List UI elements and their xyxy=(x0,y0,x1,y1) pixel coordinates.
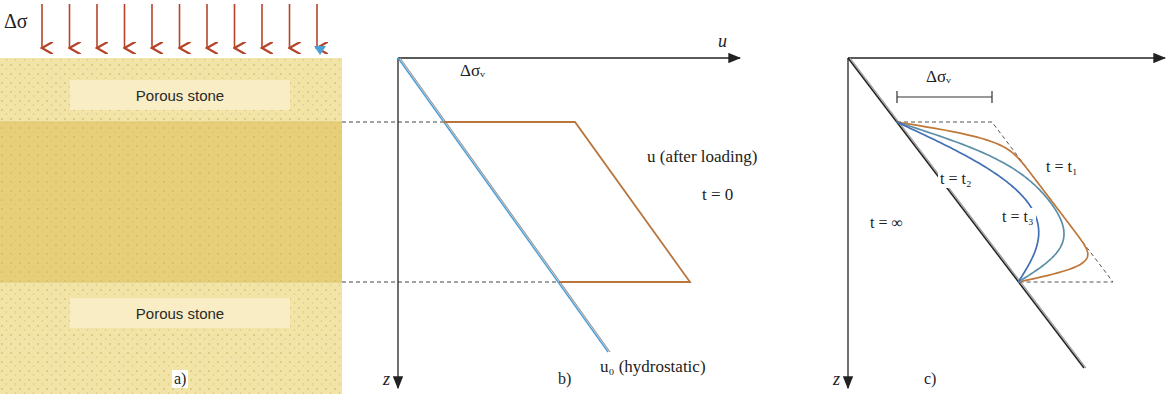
time-label: t = ∞ xyxy=(868,214,905,232)
panel-label: b) xyxy=(556,370,573,388)
panel-label: a) xyxy=(172,370,188,388)
porous-stone-box: Porous stone xyxy=(70,298,290,328)
isochrone-curve xyxy=(897,122,1039,282)
axis-label: z xyxy=(831,370,842,390)
time-label: t = 0 xyxy=(700,186,735,205)
axis-label: z xyxy=(381,370,392,390)
porous-stone-box: Porous stone xyxy=(70,80,290,110)
curve-label: u₀ (hydrostatic) xyxy=(598,358,708,377)
load-arrow xyxy=(206,4,208,48)
panel-label: c) xyxy=(922,370,938,388)
isochrone-curve xyxy=(897,122,1088,282)
stress-label: Δσᵥ xyxy=(458,62,487,81)
load-arrow xyxy=(151,4,153,48)
stone-label: Porous stone xyxy=(136,87,224,104)
load-arrow xyxy=(124,4,126,48)
curve-label: u (after loading) xyxy=(645,148,759,167)
load-arrow xyxy=(179,4,181,48)
stone-label: Porous stone xyxy=(136,305,224,322)
load-arrow xyxy=(261,4,263,48)
isochrone-curve xyxy=(897,122,1064,282)
load-arrow xyxy=(41,4,43,48)
load-arrow xyxy=(69,4,71,48)
time-label: t = t₂ xyxy=(938,170,974,188)
load-arrow xyxy=(234,4,236,48)
axis-label: u xyxy=(716,32,729,52)
time-label: t = t₁ xyxy=(1044,158,1080,176)
load-arrow xyxy=(96,4,98,48)
load-symbol: Δσ xyxy=(2,10,30,32)
time-label: t = t₃ xyxy=(1000,208,1036,226)
stress-label: Δσᵥ xyxy=(924,68,953,87)
load-arrow xyxy=(316,4,318,48)
load-arrow xyxy=(289,4,291,48)
